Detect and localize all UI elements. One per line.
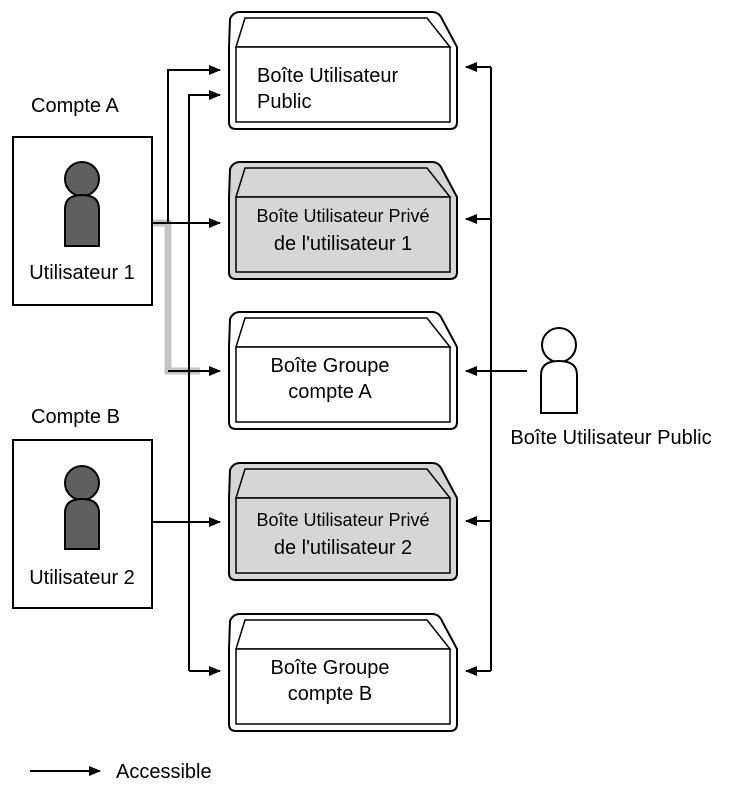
public-user-label: Boîte Utilisateur Public bbox=[510, 427, 711, 449]
right-access-connectors bbox=[465, 62, 527, 676]
mailbox-private-user-2-line1: Boîte Utilisateur Privé bbox=[256, 510, 429, 530]
mailbox-private-user-1-line1: Boîte Utilisateur Privé bbox=[256, 206, 429, 226]
mailbox-group-account-b-line1: Boîte Groupe bbox=[271, 657, 390, 679]
legend-label: Accessible bbox=[116, 761, 212, 783]
user-2-label: Utilisateur 2 bbox=[29, 567, 135, 589]
user-2-person-icon bbox=[64, 465, 100, 550]
user1-group-highlight-path bbox=[152, 219, 200, 375]
mailbox-public-user-line2: Public bbox=[257, 91, 311, 113]
mailbox-private-user-2: Boîte Utilisateur Privé de l'utilisateur… bbox=[228, 462, 458, 581]
public-user-person-icon bbox=[540, 327, 578, 414]
mailbox-group-account-a-line2: compte A bbox=[288, 381, 372, 403]
user-1-person-icon bbox=[64, 161, 100, 247]
mailbox-private-user-1: Boîte Utilisateur Privé de l'utilisateur… bbox=[228, 161, 458, 280]
mailbox-public-user: Boîte Utilisateur Public bbox=[228, 11, 458, 130]
mailbox-private-user-1-line2: de l'utilisateur 1 bbox=[274, 233, 412, 255]
account-b-title: Compte B bbox=[31, 406, 120, 428]
mailbox-group-account-a-line1: Boîte Groupe bbox=[271, 355, 390, 377]
user-1-label: Utilisateur 1 bbox=[29, 262, 135, 284]
mailbox-private-user-2-line2: de l'utilisateur 2 bbox=[274, 537, 412, 559]
mailbox-group-account-b: Boîte Groupe compte B bbox=[228, 613, 458, 732]
mailbox-public-user-line1: Boîte Utilisateur bbox=[257, 65, 399, 87]
account-a-title: Compte A bbox=[31, 95, 119, 117]
mailbox-group-account-b-line2: compte B bbox=[288, 683, 372, 705]
legend: Accessible bbox=[30, 761, 212, 783]
left-access-connectors bbox=[152, 65, 221, 676]
mailbox-group-account-a: Boîte Groupe compte A bbox=[228, 311, 458, 430]
